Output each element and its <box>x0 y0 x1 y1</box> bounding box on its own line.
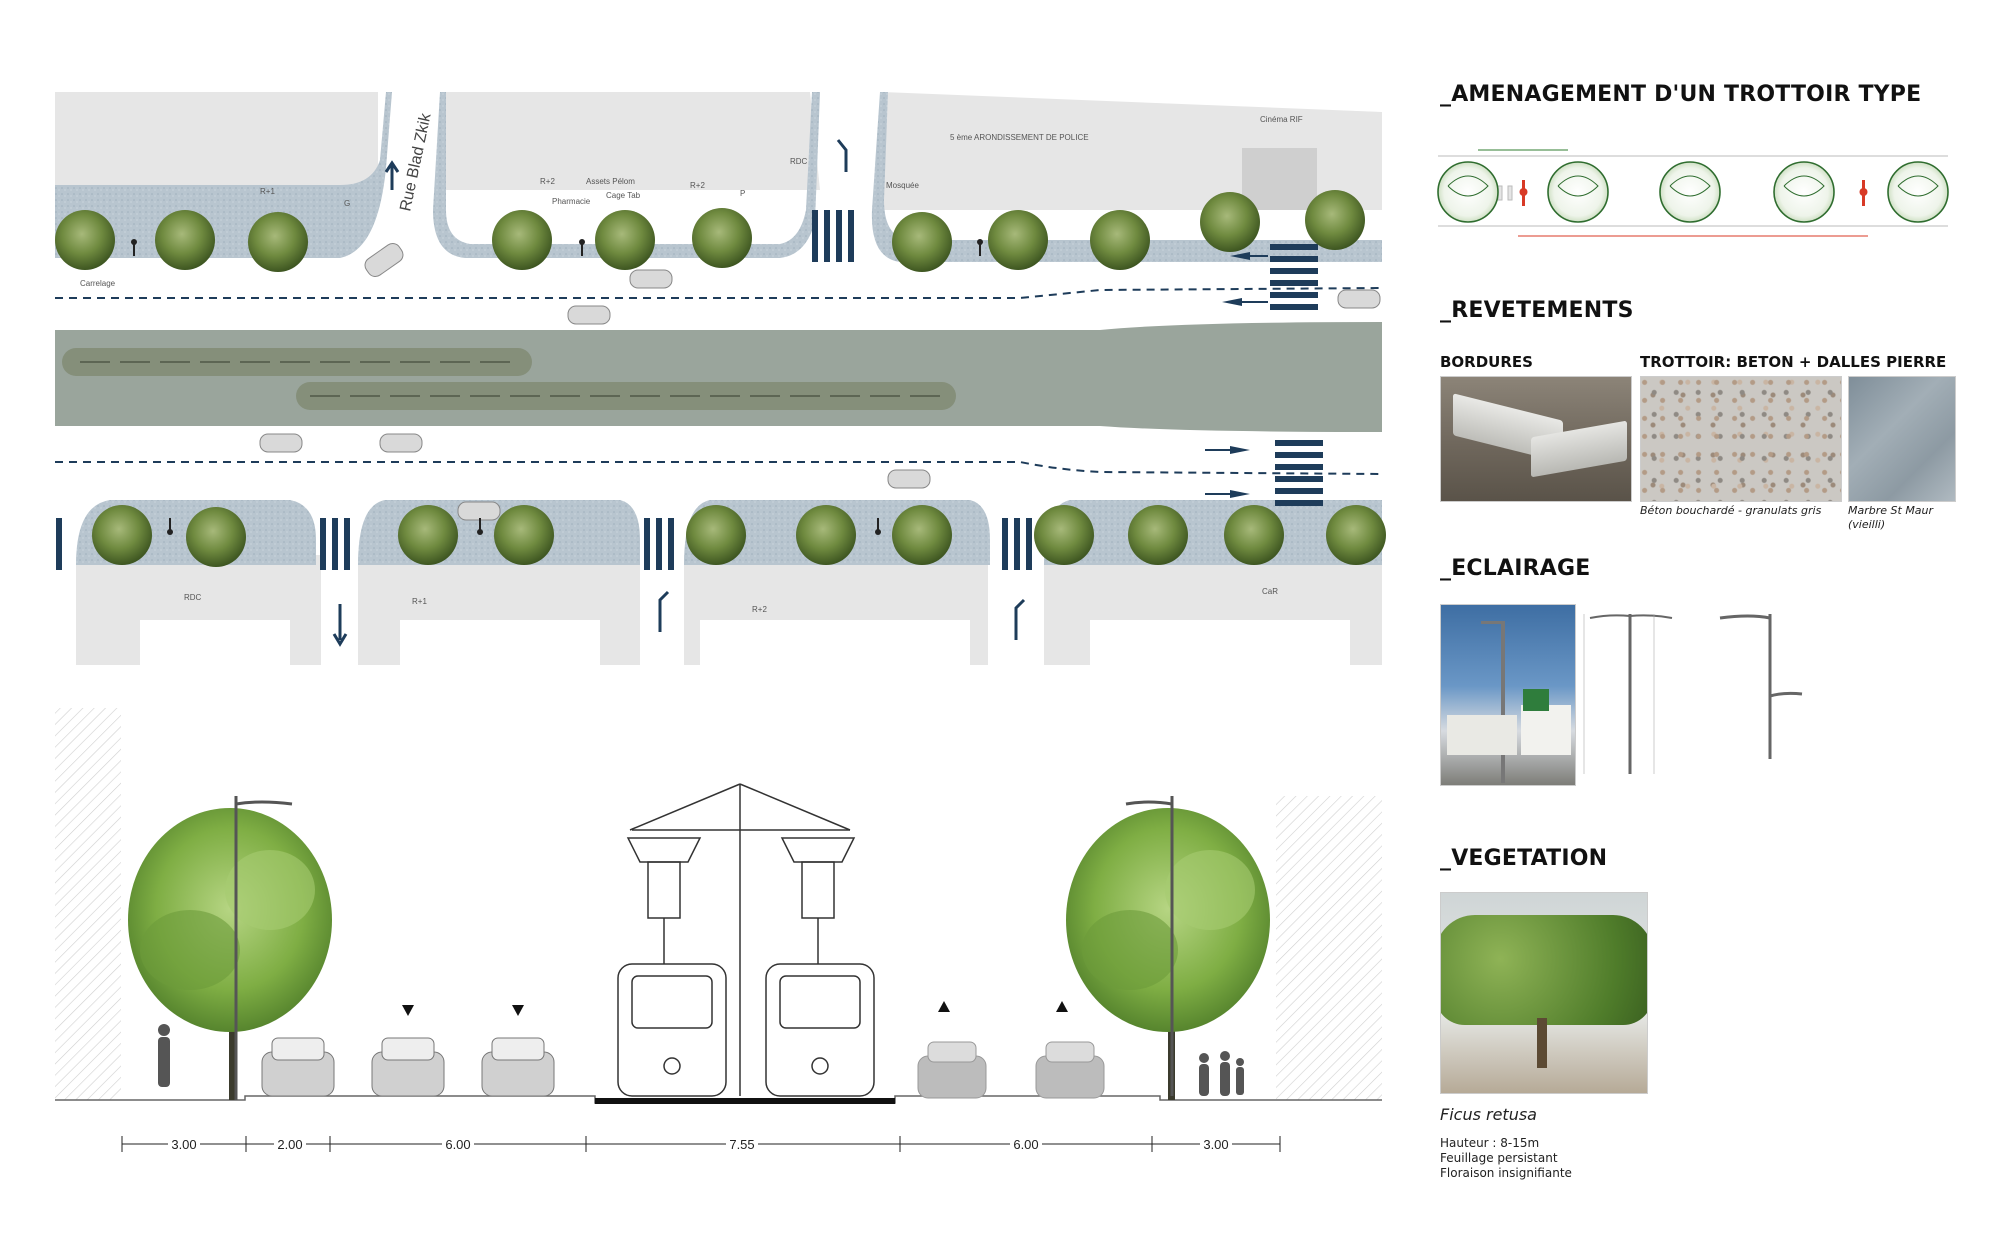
floor-tag: R+2 <box>752 605 767 614</box>
mosquee-label: Mosquée <box>886 181 919 190</box>
vegetation-photo <box>1440 892 1648 1094</box>
dim-sidewalk-left: 3.00 <box>171 1137 196 1152</box>
lane-markings <box>55 287 1383 475</box>
beton-caption: Béton bouchardé - granulats gris <box>1640 504 1822 517</box>
cinema-label: Cinéma RIF <box>1260 115 1303 124</box>
street-section: 3.00 2.00 6.00 7.55 6.00 3.00 <box>55 708 1382 1152</box>
floor-tag: R+1 <box>260 187 275 196</box>
street-label: Rue Blad Zkik <box>397 111 435 213</box>
cafe-label: Cage Tab <box>606 191 641 200</box>
dim-tram: 7.55 <box>729 1137 754 1152</box>
sidewalk-type-diagram <box>1437 149 1949 237</box>
marbre-photo <box>1848 376 1956 502</box>
floor-tag: R+2 <box>540 177 555 186</box>
dim-sidewalk-right: 3.00 <box>1203 1137 1228 1152</box>
floraison-text: Floraison insignifiante <box>1440 1166 1572 1180</box>
floor-tag: RDC <box>184 593 202 602</box>
hauteur-text: Hauteur : 8-15m <box>1440 1136 1540 1150</box>
police-label: 5 ème ARONDISSEMENT DE POLICE <box>950 133 1089 142</box>
dim-road-left: 6.00 <box>445 1137 470 1152</box>
carrelage-label: Carrelage <box>80 279 116 288</box>
floor-tag: RDC <box>790 157 808 166</box>
buildings-bottom <box>76 555 1382 665</box>
vegetation-title: _VEGETATION <box>1440 846 1608 871</box>
plan-lights <box>131 239 983 535</box>
dim-parking: 2.00 <box>277 1137 302 1152</box>
bordures-label: BORDURES <box>1440 353 1533 371</box>
assets-label: Assets Pélom <box>586 177 635 186</box>
section-cars <box>261 1001 1105 1099</box>
eclairage-photo <box>1440 604 1576 786</box>
street-plan: Rue Blad Zkik 5 ème ARONDISSEMENT DE POL… <box>55 92 1386 665</box>
section-street-lights <box>234 796 1174 1100</box>
pedestrians <box>158 1024 1244 1096</box>
facade-left <box>55 708 121 1100</box>
crosswalks <box>56 210 1323 570</box>
feuillage-text: Feuillage persistant <box>1440 1151 1558 1165</box>
floor-tag: G <box>344 199 350 208</box>
dim-road-right: 6.00 <box>1013 1137 1038 1152</box>
direction-arrows <box>1205 252 1268 498</box>
lamp-profile-drawing <box>1719 614 1803 759</box>
tram-corridor <box>55 322 1382 432</box>
tree-left <box>128 808 332 1100</box>
facade-right <box>1276 796 1382 1100</box>
lamp-elevation-drawing <box>1583 614 1673 774</box>
dimension-labels: 3.00 2.00 6.00 7.55 6.00 3.00 <box>168 1136 1232 1152</box>
revetements-title: _REVETEMENTS <box>1440 298 1634 323</box>
buildings-top <box>55 92 1382 210</box>
beton-photo <box>1640 376 1842 502</box>
bordures-photo <box>1440 376 1632 502</box>
amenagement-title: _AMENAGEMENT D'UN TROTTOIR TYPE <box>1440 82 1922 107</box>
marbre-caption: Marbre St Maur (vieilli) <box>1848 504 1934 531</box>
pharmacie-label: Pharmacie <box>552 197 591 206</box>
species-name: Ficus retusa <box>1440 1105 1537 1124</box>
turn-arrows <box>332 139 1026 647</box>
floor-tag: R+2 <box>690 181 705 190</box>
eclairage-title: _ECLAIRAGE <box>1440 556 1591 581</box>
trottoir-label: TROTTOIR: BETON + DALLES PIERRE <box>1640 353 1947 371</box>
dimension-line <box>121 1136 1281 1152</box>
tram-platform-section <box>595 1098 895 1104</box>
trees-bottom <box>92 505 1386 567</box>
trees-top <box>55 190 1365 272</box>
tram-section <box>617 783 875 1097</box>
floor-tag: R+1 <box>412 597 427 606</box>
plan-cars <box>259 242 1381 521</box>
floor-tag: CaR <box>1262 587 1278 596</box>
floor-tag: P <box>740 189 745 198</box>
